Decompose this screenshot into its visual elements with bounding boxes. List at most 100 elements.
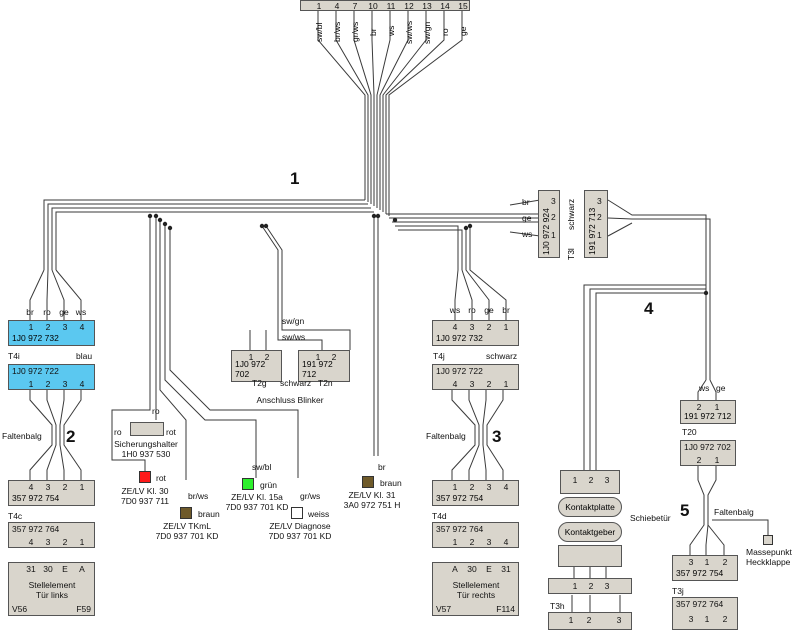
pin: 3 — [551, 196, 556, 206]
pin: 1 — [551, 230, 556, 240]
part-number: 357 972 764 — [676, 599, 724, 609]
color-label: braun — [198, 509, 220, 519]
part-number: 1J0 972 732 — [436, 333, 483, 343]
connector-right-door: 357 972 764 1 2 3 4 — [432, 522, 519, 548]
connector-t3h-bottom: 1 2 3 — [548, 612, 632, 630]
component-title: Sicherungshalter — [114, 439, 178, 449]
pin: 2 — [62, 482, 68, 492]
part-number: 357 972 754 — [12, 493, 60, 503]
connector-t4d: 1 2 3 4 357 972 754 — [432, 480, 519, 506]
actuator-subtitle: Tür rechts — [456, 590, 496, 600]
part-number: 7D0 937 701 KD — [225, 502, 289, 512]
actuator-right-door: A 30 E 31 Stellelement Tür rechts V57 F1… — [432, 562, 519, 616]
pin: 2 — [331, 352, 337, 362]
top-pin: 10 — [368, 1, 378, 11]
color-label: rot — [156, 473, 166, 483]
wire-color-label: sw/gn — [282, 316, 305, 326]
wire-color-label: sw/bl — [314, 22, 324, 42]
wire-color-label: ws — [699, 383, 710, 393]
pin: 1 — [597, 230, 602, 240]
terminal-white — [291, 507, 303, 519]
pin: 1 — [503, 379, 509, 389]
connector-t3l-left: 1J0 972 924 3 2 1 — [538, 190, 560, 258]
pin: 31 — [501, 564, 511, 574]
connector-color: schwarz — [486, 351, 518, 361]
part-number: 1J0 972 732 — [12, 333, 59, 343]
part-number: 191 972 713 — [587, 207, 597, 255]
color-label: weiss — [308, 509, 330, 519]
ground-label: Massepunkt — [746, 547, 792, 557]
part-number: 1J0 972 722 — [436, 366, 483, 376]
wire-color-label: ro — [114, 427, 122, 437]
terminal-brown — [362, 476, 374, 488]
connector-sliding-door: 1 2 3 — [560, 470, 620, 494]
part-number: 7D0 937 701 KD — [155, 531, 219, 541]
wire-color-label: br — [502, 305, 510, 315]
top-connector: 1 4 7 10 11 12 13 14 15 — [300, 0, 470, 11]
part-number: 357 972 764 — [436, 524, 484, 534]
part-number: 191 972 712 — [684, 411, 732, 421]
wire-color-label: ro — [468, 305, 476, 315]
pin: 3 — [604, 475, 610, 485]
pin: 1 — [704, 557, 710, 567]
ground-point-icon — [763, 535, 773, 545]
color-label: rot — [166, 427, 176, 437]
wire-color-label: br — [26, 307, 34, 317]
connector-t3j: 3 1 2 357 972 754 — [672, 555, 738, 581]
pin: 1 — [79, 482, 85, 492]
wire-color-label: ge — [484, 305, 494, 315]
pin: 1 — [714, 402, 720, 412]
wire-color-label: br — [378, 462, 386, 472]
contact-giver: Kontaktgeber — [558, 522, 622, 542]
wire-color-label: gr/ws — [350, 21, 360, 42]
pin: 3 — [45, 482, 51, 492]
pin: 30 — [43, 564, 53, 574]
connector-name: T2n — [318, 378, 333, 388]
pin: 1 — [452, 537, 458, 547]
pin: 3 — [469, 379, 475, 389]
pin: 1 — [315, 352, 321, 362]
wire-color-label: ws — [386, 25, 396, 36]
wire-color-label: sw/gn — [422, 21, 432, 44]
wire-color-label: sw/ws — [404, 20, 414, 44]
connector-name: T4d — [432, 511, 447, 521]
pin: 2 — [486, 322, 492, 332]
faltenbalg-label: Faltenbalg — [714, 507, 754, 517]
pin: 4 — [503, 537, 509, 547]
faltenbalg-label: Faltenbalg — [2, 431, 42, 441]
top-pin: 15 — [458, 1, 468, 11]
terminal-red — [139, 471, 151, 483]
connector-t4j-top: 4 3 2 1 1J0 972 732 — [432, 320, 519, 346]
pin: 2 — [45, 379, 51, 389]
connector-name: T3j — [672, 586, 684, 596]
ground-label: Heckklappe — [746, 557, 791, 567]
pin: 2 — [722, 614, 728, 624]
top-pin: 12 — [404, 1, 414, 11]
connector-t4c: 4 3 2 1 357 972 754 — [8, 480, 95, 506]
pin: 30 — [467, 564, 477, 574]
top-pin: 11 — [386, 1, 396, 11]
top-pin: 14 — [440, 1, 450, 11]
terminal-title: ZE/LV Kl. 15a — [231, 492, 283, 502]
wire-color-label: ge — [522, 213, 532, 223]
terminal-brown — [180, 507, 192, 519]
pin: 3 — [688, 614, 694, 624]
wire-color-label: br — [522, 197, 530, 207]
wire-color-label: ge — [59, 307, 69, 317]
pin: A — [79, 564, 85, 574]
pin: 4 — [28, 537, 34, 547]
connector-t3l-right: 3 2 1 191 972 713 — [584, 190, 608, 258]
wire-color-label: sw/ws — [282, 332, 306, 342]
pin: 4 — [452, 322, 458, 332]
pin: 1 — [714, 455, 720, 465]
pin: 4 — [79, 322, 85, 332]
pin: 3 — [486, 482, 492, 492]
connector-t4j-bottom: 1J0 972 722 4 3 2 1 — [432, 364, 519, 390]
pin: 2 — [62, 537, 68, 547]
part-number: 1J0 972 722 — [12, 366, 59, 376]
connector-name: T4j — [433, 351, 445, 361]
actuator-code: V57 — [436, 604, 452, 614]
section-number: 1 — [290, 169, 300, 188]
wire-color-label: gr/ws — [300, 491, 321, 501]
